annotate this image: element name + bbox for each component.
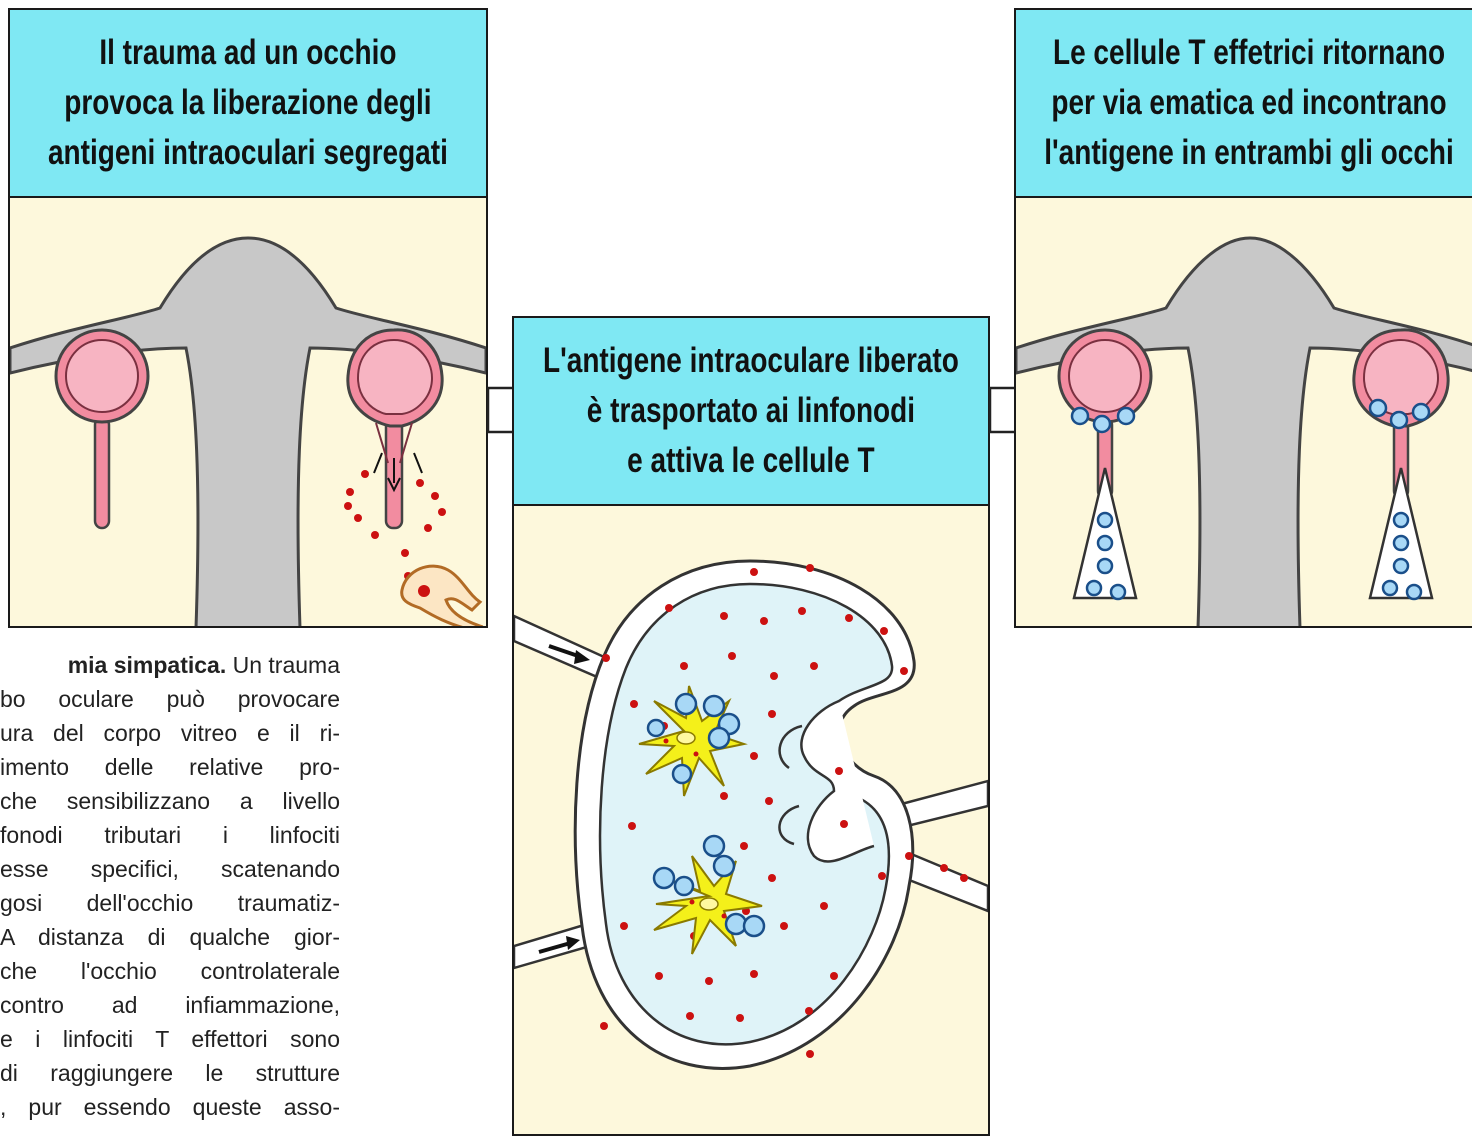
panel-lymph-illustration bbox=[514, 506, 988, 1134]
caption-bold-lead: mia simpatica. bbox=[68, 652, 227, 678]
caption-line: A distanza di qualche gior- bbox=[0, 920, 340, 954]
macrophage-icon bbox=[402, 566, 480, 628]
panel-return-illustration bbox=[1016, 198, 1472, 626]
return-illustration-svg bbox=[1016, 198, 1472, 628]
caption-line: fonodi tributari i linfociti bbox=[0, 818, 340, 852]
panel-trauma-title-line-1: Il trauma ad un occhio bbox=[48, 28, 448, 78]
caption-line: gosi dell'occhio traumatiz- bbox=[0, 886, 340, 920]
caption-line: di raggiungere le strutture bbox=[0, 1056, 340, 1090]
panel-return-title-line-1: Le cellule T effetrici ritornano bbox=[1044, 28, 1454, 78]
panel-trauma-illustration bbox=[10, 198, 486, 626]
eye-icon bbox=[56, 330, 148, 528]
panel-lymph-header: L'antigene intraoculare liberato è trasp… bbox=[514, 318, 988, 506]
panel-lymph-title-line-1: L'antigene intraoculare liberato bbox=[543, 336, 959, 386]
lymph-illustration-svg bbox=[514, 506, 988, 1136]
panel-trauma-header: Il trauma ad un occhio provoca la libera… bbox=[10, 10, 486, 198]
brain-icon bbox=[10, 238, 486, 628]
panel-return-title-line-3: l'antigene in entrambi gli occhi bbox=[1044, 128, 1454, 178]
panel-lymph-title-line-3: e attiva le cellule T bbox=[543, 436, 959, 486]
panel-return-title-line-2: per via ematica ed incontrano bbox=[1044, 78, 1454, 128]
eye-icon bbox=[348, 330, 442, 528]
caption-line: esse specifici, scatenando bbox=[0, 852, 340, 886]
lymph-node-icon bbox=[575, 561, 914, 1068]
caption-line-text: Un trauma bbox=[226, 652, 340, 678]
caption-line: che l'occhio controlaterale bbox=[0, 954, 340, 988]
caption-line: imento delle relative pro- bbox=[0, 750, 340, 784]
panel-trauma: Il trauma ad un occhio provoca la libera… bbox=[8, 8, 488, 628]
caption-line: , pur essendo queste asso- bbox=[0, 1090, 340, 1124]
panel-lymph: L'antigene intraoculare liberato è trasp… bbox=[512, 316, 990, 1136]
figure-caption: mia simpatica. Un trauma bo oculare può … bbox=[0, 648, 340, 1128]
panel-return: Le cellule T effetrici ritornano per via… bbox=[1014, 8, 1472, 628]
panel-trauma-title-line-2: provoca la liberazione degli bbox=[48, 78, 448, 128]
trauma-illustration-svg bbox=[10, 198, 486, 628]
caption-line: e i linfociti T effettori sono bbox=[0, 1022, 340, 1056]
panel-trauma-title-line-3: antigeni intraoculari segregati bbox=[48, 128, 448, 178]
caption-line: ura del corpo vitreo e il ri- bbox=[0, 716, 340, 750]
caption-line: mia simpatica. Un trauma bbox=[0, 648, 340, 682]
caption-line: che sensibilizzano a livello bbox=[0, 784, 340, 818]
panel-return-header: Le cellule T effetrici ritornano per via… bbox=[1016, 10, 1472, 198]
caption-line: contro ad infiammazione, bbox=[0, 988, 340, 1022]
panel-lymph-title-line-2: è trasportato ai linfonodi bbox=[543, 386, 959, 436]
caption-line: bo oculare può provocare bbox=[0, 682, 340, 716]
